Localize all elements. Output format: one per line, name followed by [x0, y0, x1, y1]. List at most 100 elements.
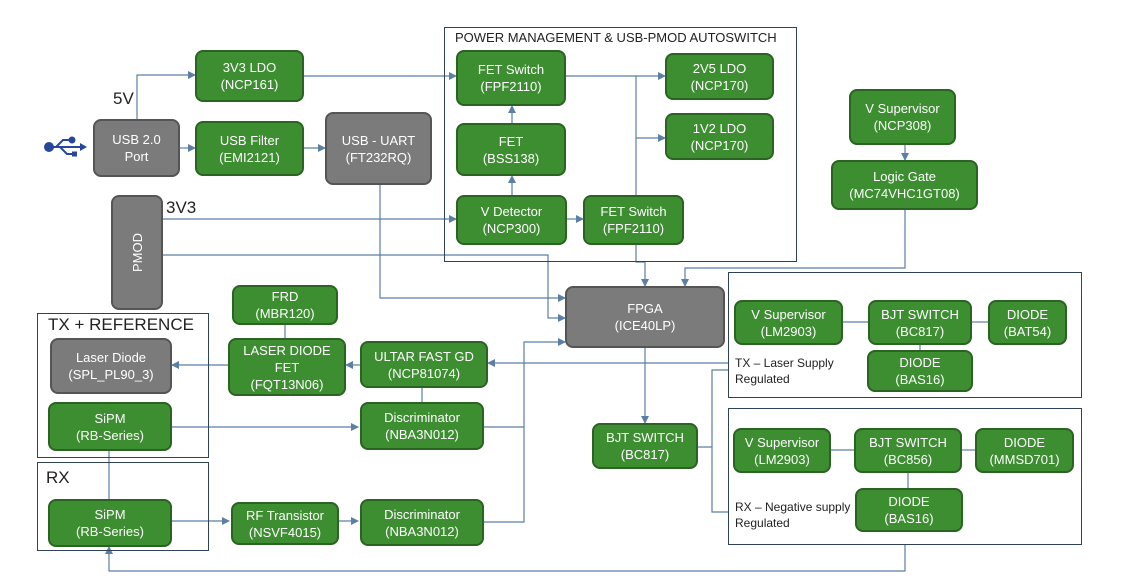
sipm-rx-block: SiPM (RB-Series): [48, 499, 172, 547]
block-title: LASER DIODE: [243, 342, 331, 358]
block-part: (BSS138): [482, 150, 540, 166]
tx-supply-line: Regulated: [735, 372, 790, 386]
block-part: (ICE40LP): [614, 318, 676, 333]
block-part: (MBR120): [255, 306, 315, 321]
block-title: V Supervisor: [865, 101, 940, 116]
block-title: FET Switch: [600, 204, 667, 219]
block-part: (NCP170): [690, 137, 749, 153]
block-part: (SPL_PL90_3): [68, 367, 154, 382]
five-v-label: 5V: [113, 89, 134, 108]
block-title: BJT SWITCH: [869, 434, 947, 450]
block-part: (MMSD701): [989, 451, 1060, 467]
usb-port-block: USB 2.0 Port: [93, 119, 180, 177]
block-part: (BAT54): [1003, 323, 1052, 339]
diode-bas16-tx-block: DIODE (BAS16): [867, 350, 973, 392]
block-part: (NCP170): [690, 77, 749, 93]
block-part: (NBA3N012): [385, 427, 459, 442]
fpga-block: FPGA (ICE40LP): [565, 286, 725, 348]
block-title: SiPM: [94, 507, 126, 522]
tx-group-title: TX + REFERENCE: [48, 315, 194, 334]
block-title: 1V2 LDO: [692, 120, 747, 136]
block-part: (FPF2110): [602, 221, 665, 236]
block-part: (RB-Series): [76, 524, 144, 539]
tx-reference-group: [37, 313, 209, 458]
usb-filter-block: USB Filter (EMI2121): [195, 121, 304, 176]
rx-supply-group: [728, 408, 1082, 545]
block-title: BJT SWITCH: [606, 430, 684, 445]
fet-block: FET (BSS138): [456, 123, 566, 176]
bjt-switch-tx-block: BJT SWITCH (BC817): [868, 300, 972, 345]
diode-bat54-block: DIODE (BAT54): [988, 300, 1067, 345]
laser-diode-fet-block: LASER DIODE FET (FQT13N06): [228, 338, 346, 396]
tx-supply-group: [728, 272, 1082, 398]
ultra-fast-gd-block: ULTAR FAST GD (NCP81074): [360, 341, 488, 388]
block-part: (RB-Series): [76, 427, 144, 443]
block-part: (NCP161): [220, 77, 279, 92]
discriminator-rx-block: Discriminator (NBA3N012): [360, 499, 484, 546]
ldo-1v2-block: 1V2 LDO (NCP170): [665, 113, 774, 160]
block-part: (FT232RQ): [345, 149, 412, 165]
block-title: USB 2.0: [112, 132, 161, 147]
three-v3-label: 3V3: [166, 198, 197, 217]
block-title: V Supervisor: [751, 306, 826, 322]
block-title: USB Filter: [219, 132, 280, 148]
fet-switch-2-block: FET Switch (FPF2110): [583, 195, 684, 245]
block-title: Discriminator: [384, 506, 460, 522]
power-group-title: POWER MANAGEMENT & USB-PMOD AUTOSWITCH: [455, 30, 777, 45]
block-title: V Supervisor: [744, 434, 820, 450]
block-title: V Detector: [480, 204, 543, 219]
rx-supply-label: RX – Negative supply Regulated: [735, 499, 850, 531]
block-part: (NCP81074): [387, 365, 461, 381]
rx-supply-line: Regulated: [735, 516, 790, 530]
block-title: SiPM: [94, 410, 126, 426]
block-part: (NCP308): [873, 118, 932, 133]
block-title: BJT SWITCH: [881, 306, 959, 322]
block-part: (LM2903): [760, 323, 817, 339]
block-part: (LM2903): [754, 451, 810, 467]
block-title: FET: [498, 133, 524, 149]
block-title: FET Switch: [477, 62, 545, 77]
pmod-block: PMOD: [111, 195, 163, 310]
block-title: 2V5 LDO: [692, 60, 747, 76]
diode-mmsd701-block: DIODE (MMSD701): [975, 428, 1074, 473]
block-title: Logic Gate: [873, 169, 936, 184]
usb-icon: [44, 136, 87, 157]
rx-group: [37, 462, 209, 551]
block-part: (BC817): [895, 323, 945, 339]
block-title: Discriminator: [384, 410, 460, 425]
rx-supply-line: RX – Negative supply: [735, 500, 851, 514]
block-part: (BAS16): [884, 511, 934, 526]
block-part: (MC74VHC1GT08): [849, 186, 960, 201]
block-part: Port: [124, 149, 149, 164]
v-supervisor-ncp308-block: V Supervisor (NCP308): [849, 89, 956, 145]
v-supervisor-tx-block: V Supervisor (LM2903): [734, 300, 843, 345]
fet-switch-block: FET Switch (FPF2110): [456, 50, 566, 106]
block-title: PMOD: [129, 233, 145, 272]
block-title: USB - UART: [341, 132, 416, 148]
bjt-switch-main-block: BJT SWITCH (BC817): [592, 423, 698, 469]
block-title: DIODE: [899, 355, 941, 370]
rx-group-title: RX: [46, 468, 70, 487]
block-part: (EMI2121): [219, 149, 280, 165]
block-title: RF Transistor: [245, 507, 324, 523]
logic-gate-block: Logic Gate (MC74VHC1GT08): [831, 160, 978, 210]
rf-transistor-block: RF Transistor (NSVF4015): [231, 502, 339, 545]
block-title: FPGA: [627, 301, 663, 316]
diode-bas16-rx-block: DIODE (BAS16): [855, 488, 963, 532]
block-part: (NCP300): [482, 221, 541, 236]
v-supervisor-rx-block: V Supervisor (LM2903): [733, 428, 831, 473]
block-part: (BC856): [883, 451, 933, 467]
block-title: DIODE: [888, 494, 930, 509]
block-title: DIODE: [1006, 306, 1049, 322]
block-part: (NBA3N012): [385, 523, 459, 539]
laser-diode-block: Laser Diode (SPL_PL90_3): [50, 338, 172, 394]
block-title: FET: [274, 359, 300, 375]
discriminator-tx-block: Discriminator (NBA3N012): [360, 402, 484, 450]
frd-block: FRD (MBR120): [232, 285, 338, 325]
block-part: (BAS16): [895, 372, 945, 387]
block-part: (FPF2110): [480, 79, 542, 94]
block-title: DIODE: [1003, 434, 1046, 450]
power-management-group: [444, 27, 797, 262]
